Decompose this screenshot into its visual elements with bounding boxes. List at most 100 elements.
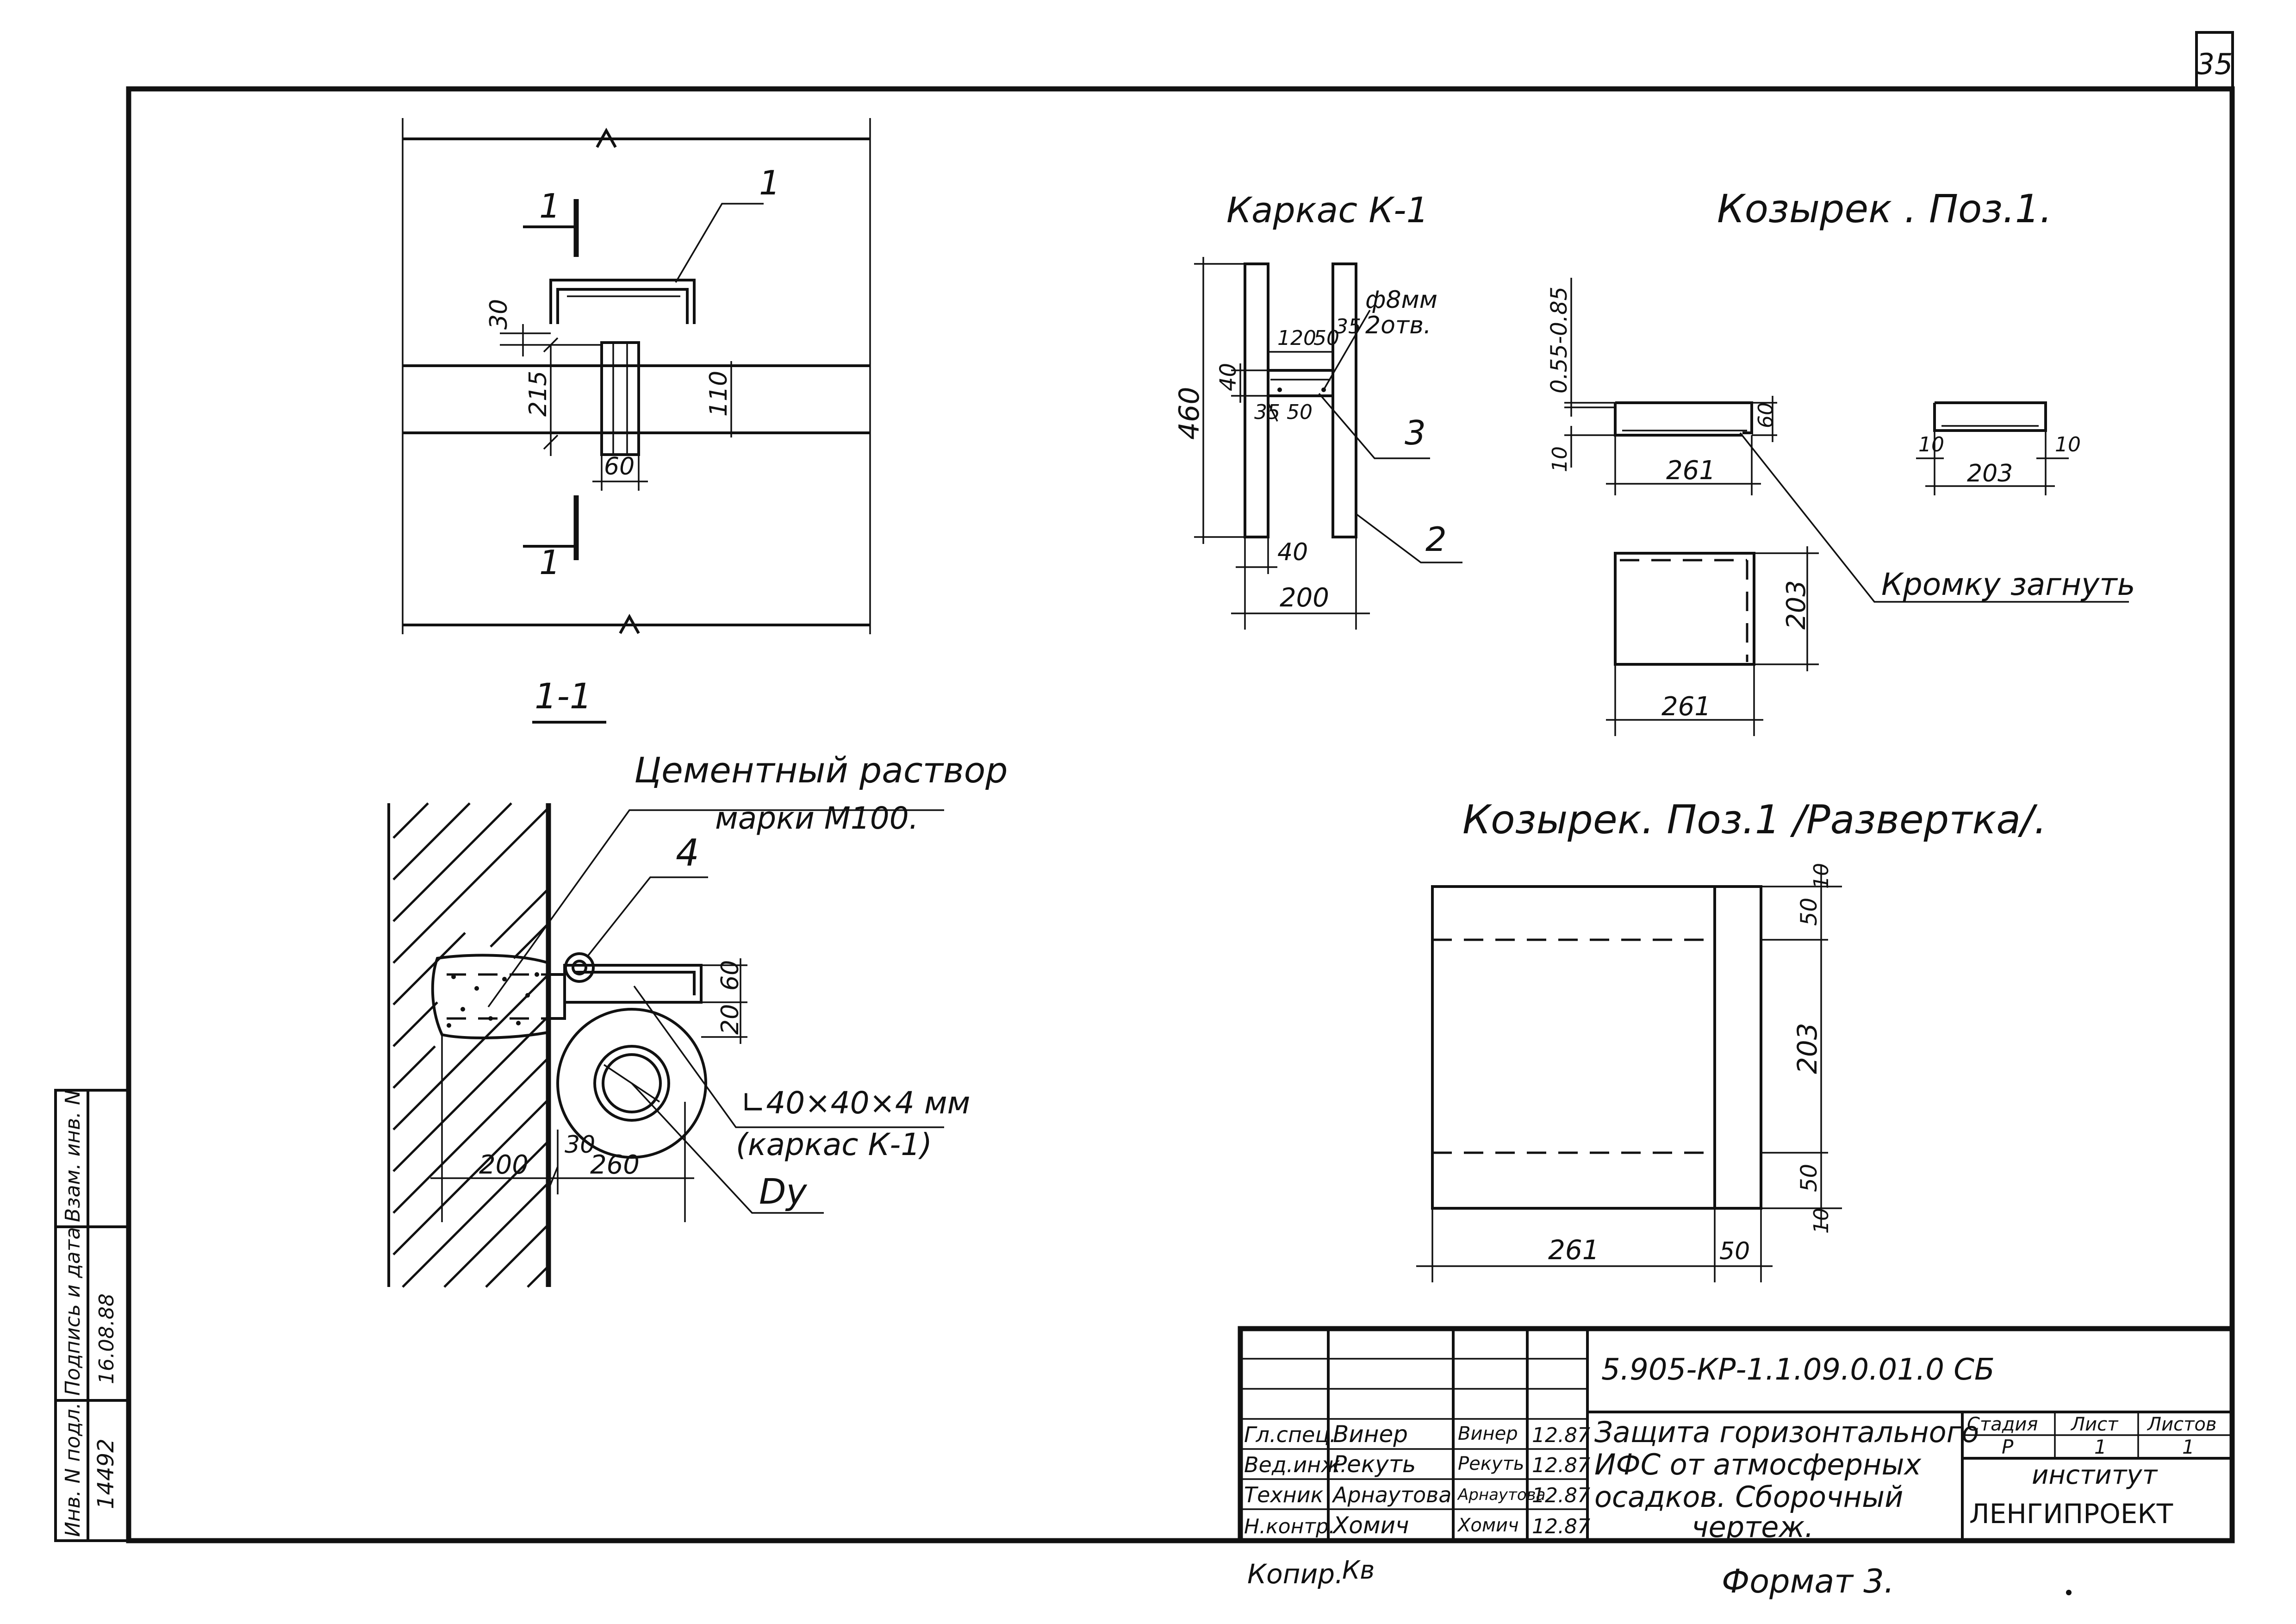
angle-label-line2: (каркас К-1) (736, 1127, 932, 1162)
visor-dim-10b: 10 (1918, 433, 1944, 456)
visor-dim-10a: 10 (1548, 446, 1572, 472)
footer-notes: Копир. Кв Формат 3. (1247, 1555, 2072, 1600)
unfolded-dim-50a: 50 (1796, 898, 1822, 926)
frame-k1: Каркас К-1 460 40 120 50 35 35 50 ф8мм 2… (1173, 189, 1462, 630)
mortar-label-line2: марки М100. (715, 800, 919, 836)
plan-dim-30: 30 (485, 299, 513, 330)
frame-dim-50a: 50 (1313, 326, 1339, 350)
stage-label: Стадия (1967, 1414, 2038, 1435)
frame-dim-50b: 50 (1287, 400, 1313, 424)
unfolded-visor: Козырек. Поз.1 /Развертка/. 10 50 203 50… (1416, 797, 2047, 1282)
plan-callout-1: 1 (759, 163, 780, 202)
visor-title: Козырек . Поз.1. (1717, 186, 2052, 231)
row1-role: Гл.спец. (1244, 1422, 1336, 1447)
document-code: 5.905-КР-1.1.09.0.01.0 СБ (1601, 1353, 1995, 1387)
hole-label-line2: 2отв. (1365, 312, 1431, 339)
unfolded-dim-50c: 50 (1719, 1237, 1750, 1265)
stage-value: Р (2002, 1436, 2014, 1458)
visor-dim-261a: 261 (1666, 456, 1716, 486)
row1-name: Винер (1333, 1421, 1408, 1448)
frame-dim-35b: 35 (1254, 400, 1280, 424)
row4-signature: Хомич (1457, 1515, 1519, 1536)
row4-date: 12.87 (1532, 1515, 1590, 1538)
sheets-label: Листов (2147, 1414, 2216, 1435)
unfolded-dim-10b: 10 (1810, 1208, 1833, 1234)
visor-dim-10c: 10 (2055, 433, 2081, 456)
plan-view: 1 1 1 30 215 110 60 (402, 118, 871, 634)
org-line1: институт (2032, 1460, 2158, 1490)
frame-title: Каркас К-1 (1226, 189, 1429, 231)
row4-role: Н.контр. (1244, 1515, 1335, 1538)
section-callout-4: 4 (676, 831, 699, 874)
row2-signature: Рекуть (1458, 1453, 1524, 1474)
row2-role: Вед.инж. (1244, 1452, 1347, 1477)
sheet-label: Лист (2070, 1414, 2119, 1435)
section-dim-30: 30 (565, 1131, 595, 1159)
frame-dim-120: 120 (1277, 326, 1316, 350)
visor-edge-note: Кромку загнуть (1881, 567, 2135, 602)
sheets-value: 1 (2182, 1436, 2195, 1458)
row4-name: Хомич (1332, 1512, 1409, 1539)
unfolded-dim-203: 203 (1792, 1023, 1823, 1074)
frame-dim-40b: 40 (1277, 538, 1308, 566)
frame-dim-200: 200 (1280, 583, 1329, 613)
row3-name: Арнаутова (1332, 1482, 1451, 1507)
section-dim-20: 20 (716, 1004, 744, 1035)
section-title: 1-1 (535, 675, 592, 717)
frame-dim-460: 460 (1173, 387, 1206, 440)
unfolded-dim-261: 261 (1548, 1234, 1599, 1266)
margin-stamp: Инв. N подл. Подпись и дата Взам. инв. N… (54, 1089, 130, 1542)
section-dim-60: 60 (716, 960, 744, 991)
pipe-diameter-label: Dу (759, 1171, 808, 1212)
frame-dim-40a: 40 (1215, 363, 1241, 391)
org-line2: ЛЕНГИПРОЕКТ (1969, 1498, 2173, 1530)
unfolded-dim-10a: 10 (1810, 863, 1833, 889)
section-dim-260: 260 (590, 1150, 640, 1180)
angle-label-line1: ∟40×40×4 мм (740, 1085, 970, 1121)
sheet-value: 1 (2094, 1436, 2107, 1458)
format-label: Формат 3. (1722, 1562, 1894, 1600)
inv-value: 14492 (93, 1438, 119, 1509)
signdate-label: Подпись и дата (61, 1227, 85, 1396)
row1-signature: Винер (1458, 1423, 1518, 1444)
inv-label: Инв. N подл. (61, 1402, 85, 1537)
visor-pos1: Козырек . Поз.1. 0.55-0.85 10 60 261 10 … (1546, 186, 2135, 736)
row3-date: 12.87 (1532, 1484, 1590, 1507)
visor-dim-203b: 203 (1781, 580, 1811, 630)
plan-dim-60: 60 (604, 453, 635, 481)
title-line4: чертеж. (1692, 1510, 1814, 1544)
hole-label-line1: ф8мм (1365, 286, 1437, 314)
copied-sign: Кв (1342, 1555, 1375, 1585)
title-line2: ИФС от атмосферных (1594, 1448, 1922, 1481)
title-line1: Защита горизонтального (1594, 1415, 1979, 1449)
section-mark-lower: 1 (539, 543, 560, 582)
row1-date: 12.87 (1532, 1424, 1590, 1447)
frame-callout-2: 2 (1425, 520, 1447, 559)
title-line3: осадков. Сборочный (1594, 1480, 1903, 1514)
plan-dim-110: 110 (705, 371, 733, 417)
row2-date: 12.87 (1532, 1454, 1590, 1477)
copied-label: Копир. (1247, 1558, 1344, 1590)
date-value: 16.08.88 (95, 1293, 118, 1384)
frame-callout-3: 3 (1405, 413, 1426, 452)
mortar-label-line1: Цементный раствор (634, 750, 1008, 791)
plan-dim-215: 215 (524, 371, 552, 417)
row3-signature: Арнаутова (1457, 1486, 1546, 1504)
row2-name: Рекуть (1333, 1451, 1416, 1478)
section-mark-upper: 1 (539, 187, 560, 225)
visor-dim-261b: 261 (1661, 692, 1711, 722)
wall-hatch (392, 802, 549, 1288)
unfolded-title: Козырек. Поз.1 /Развертка/. (1462, 797, 2047, 843)
frame-dim-35a: 35 (1335, 315, 1361, 338)
row3-role: Техник (1244, 1482, 1324, 1507)
title-block: 5.905-КР-1.1.09.0.01.0 СБ Гл.спец. Винер… (1238, 1326, 2235, 1544)
section-dim-200: 200 (479, 1150, 529, 1180)
section-1-1: 1-1 4 Цементный раствор марки (387, 675, 1008, 1288)
visor-dim-203a: 203 (1967, 460, 2013, 487)
visor-dim-60: 60 (1754, 402, 1778, 428)
replace-label: Взам. инв. N (61, 1090, 85, 1222)
unfolded-dim-50b: 50 (1796, 1164, 1822, 1192)
sheet-frame: 35 (126, 31, 2235, 1543)
visor-thickness: 0.55-0.85 (1546, 287, 1572, 394)
